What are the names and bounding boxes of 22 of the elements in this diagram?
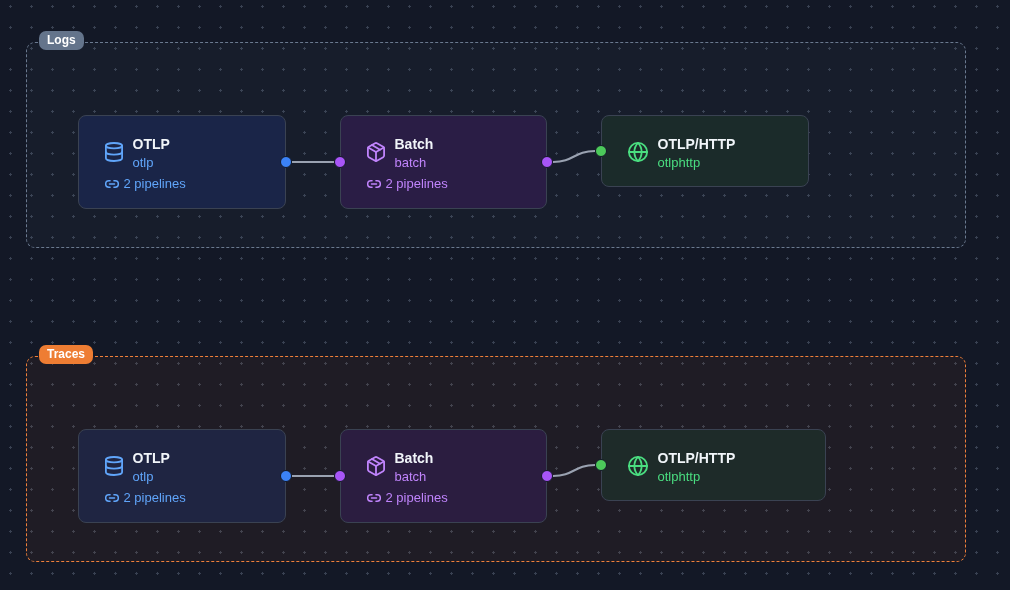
component-type: batch xyxy=(394,467,428,485)
component-type: otlp xyxy=(132,467,155,485)
component-title: Batch xyxy=(394,134,434,154)
group-tag: Traces xyxy=(39,345,94,364)
pipeline-count: 2 pipelines xyxy=(385,488,448,507)
connector-line xyxy=(291,161,335,163)
pipeline-count: 2 pipelines xyxy=(123,488,186,507)
connector-line xyxy=(552,464,596,477)
pipeline-count: 2 pipelines xyxy=(385,174,448,193)
component-title: OTLP xyxy=(132,448,170,468)
component-type: otlp xyxy=(132,153,155,171)
component-title: OTLP/HTTP xyxy=(657,448,736,468)
connector-line xyxy=(291,475,335,477)
component-title: Batch xyxy=(394,448,434,468)
connector-line xyxy=(552,150,596,163)
component-title: OTLP xyxy=(132,134,170,154)
component-type: otlphttp xyxy=(657,467,702,485)
component-title: OTLP/HTTP xyxy=(657,134,736,154)
group-tag: Logs xyxy=(39,31,84,50)
component-type: batch xyxy=(394,153,428,171)
pipeline-count: 2 pipelines xyxy=(123,174,186,193)
component-type: otlphttp xyxy=(657,153,702,171)
